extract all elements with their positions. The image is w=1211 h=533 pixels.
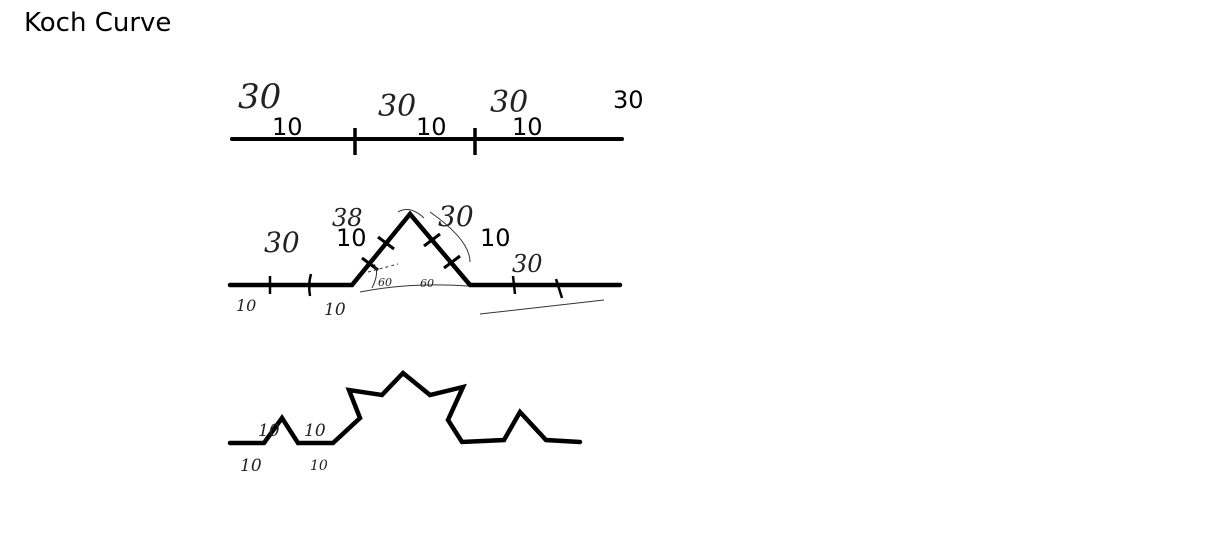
- stage1-hand-30-a: 30: [238, 77, 281, 117]
- stage2-hand-30-left: 30: [264, 226, 300, 259]
- stage2-tick-4: [554, 278, 564, 299]
- stage2-label-10-left: 10: [336, 224, 367, 252]
- stage2-label-10-right: 10: [480, 224, 511, 252]
- stage3-hand-10-d: 10: [310, 458, 328, 474]
- stage2-cross-1b: [377, 235, 395, 251]
- stage1-group: 10 10 10 30 30 30 30: [230, 77, 644, 155]
- stage3-hand-10-b: 10: [304, 421, 326, 441]
- stage2-hand-10-a: 10: [236, 296, 256, 315]
- page-title: Koch Curve: [24, 8, 172, 38]
- stage3-hand-10-a: 10: [258, 421, 280, 441]
- stage2-cross-1a: [361, 256, 379, 272]
- stage2-tick-2: [307, 273, 313, 297]
- stage1-label-30: 30: [613, 86, 644, 114]
- stage2-tick-3: [511, 275, 517, 295]
- stage2-hand-30-top: 30: [438, 200, 474, 233]
- stage2-group: 10 10 30 38 30 30 10 10 60 60: [227, 200, 623, 320]
- stage2-hand-10-b: 10: [324, 300, 346, 320]
- stage2-hand-60-a: 60: [378, 276, 392, 289]
- stage1-label-10-b: 10: [416, 113, 447, 141]
- stage2-dash-sketch: [367, 263, 399, 273]
- stage2-curve: [227, 210, 623, 288]
- stage2-hand-60-b: 60: [420, 277, 434, 290]
- stage2-hand-38: 38: [332, 204, 363, 232]
- stage2-angle-arc-left: [371, 263, 378, 289]
- stage1-hand-30-b: 30: [378, 89, 416, 124]
- stage2-top-arc: [397, 209, 425, 219]
- stage3-curve: [227, 369, 583, 446]
- stage1-label-10-c: 10: [512, 113, 543, 141]
- stage2-hand-30-right: 30: [512, 250, 543, 278]
- stage3-group: 10 10 10 10: [227, 369, 583, 476]
- stage2-cross-2a: [423, 232, 441, 248]
- stage2-base-sketch: [359, 284, 469, 293]
- stage1-hand-30-c: 30: [490, 85, 528, 120]
- stage1-label-10-a: 10: [272, 113, 303, 141]
- stage2-underline: [479, 299, 605, 315]
- stage2-right-arc: [429, 211, 471, 263]
- stage3-hand-10-c: 10: [240, 456, 262, 476]
- stage2-cross-2b: [443, 254, 461, 270]
